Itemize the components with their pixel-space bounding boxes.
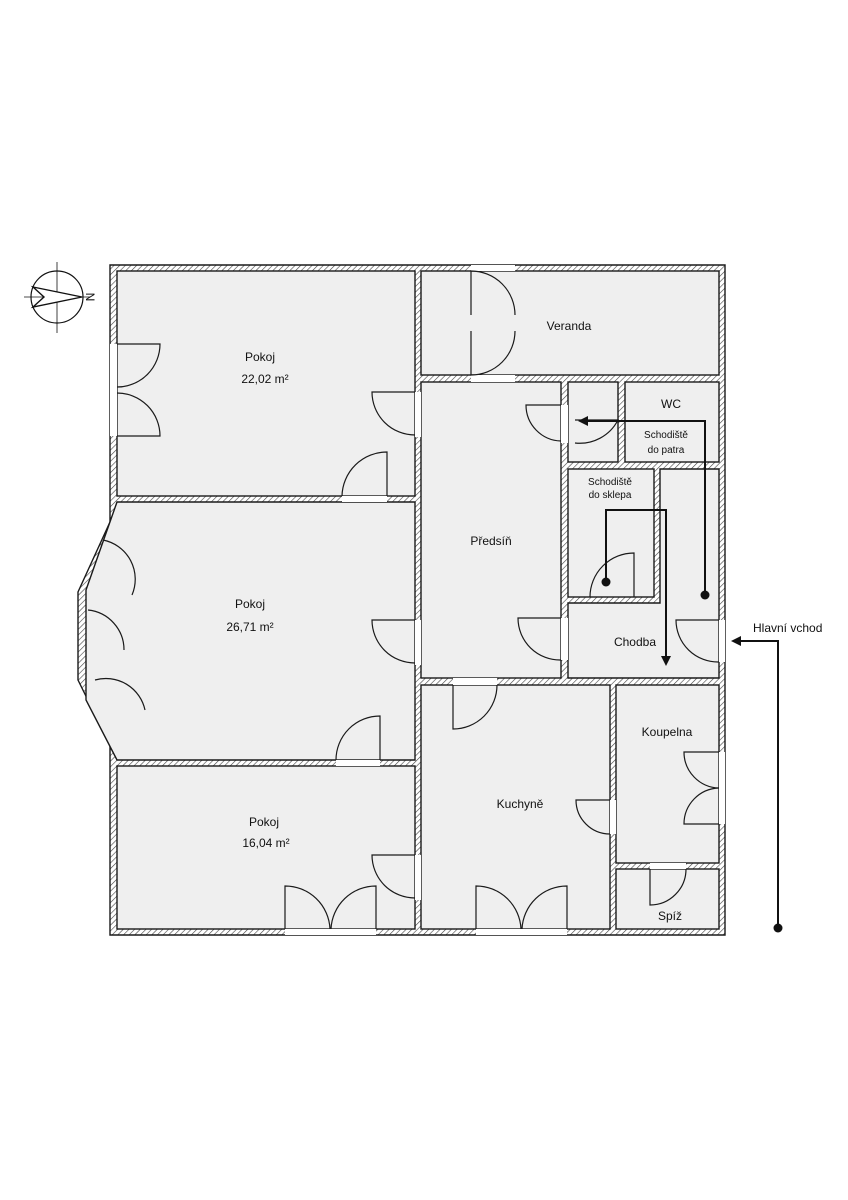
entrance-route-arrow [731, 636, 779, 928]
room-label-schodiste-sklep-1: Schodiště [588, 477, 632, 488]
entrance-label: Hlavní vchod [753, 621, 822, 635]
room-area-pokoj-bottom: 16,04 m² [242, 836, 289, 850]
door-swings [87, 270, 720, 930]
room-label-koupelna: Koupelna [642, 725, 693, 739]
room-label-pokoj-top: Pokoj [245, 350, 275, 364]
room-label-pokoj-bottom: Pokoj [249, 815, 279, 829]
room-area-pokoj-mid: 26,71 m² [226, 620, 273, 634]
north-arrow-icon: N [24, 262, 97, 333]
room-label-schodiste-patro-2: do patra [648, 445, 685, 456]
route-basement-arrow [605, 509, 671, 666]
room-area-pokoj-top: 22,02 m² [241, 372, 288, 386]
route-basement-start-dot [601, 577, 611, 587]
compass-label: N [83, 293, 97, 302]
room-label-schodiste-patro-1: Schodiště [644, 430, 688, 441]
route-upstairs-arrow [578, 416, 706, 595]
stair-route-arrows [578, 416, 783, 933]
room-chodba [567, 468, 720, 679]
room-label-chodba: Chodba [614, 635, 656, 649]
room-label-kuchyne: Kuchyně [497, 797, 544, 811]
room-pokoj-bottom [116, 765, 416, 930]
room-label-schodiste-sklep-2: do sklepa [589, 490, 632, 501]
room-label-wc: WC [661, 397, 681, 411]
room-schodiste-sklep [567, 468, 655, 598]
room-label-pokoj-mid: Pokoj [235, 597, 265, 611]
room-pokoj-top [116, 270, 416, 497]
room-koupelna [615, 684, 720, 864]
room-label-predsin: Předsíň [470, 534, 511, 548]
room-label-spiz: Spíž [658, 909, 682, 923]
route-upstairs-start-dot [700, 590, 710, 600]
room-pokoj-mid [85, 501, 416, 761]
door-openings [110, 265, 725, 935]
entrance-route-start-dot [773, 923, 783, 933]
room-label-veranda: Veranda [547, 319, 592, 333]
room-predsin [420, 381, 562, 679]
room-spiz [615, 868, 720, 930]
